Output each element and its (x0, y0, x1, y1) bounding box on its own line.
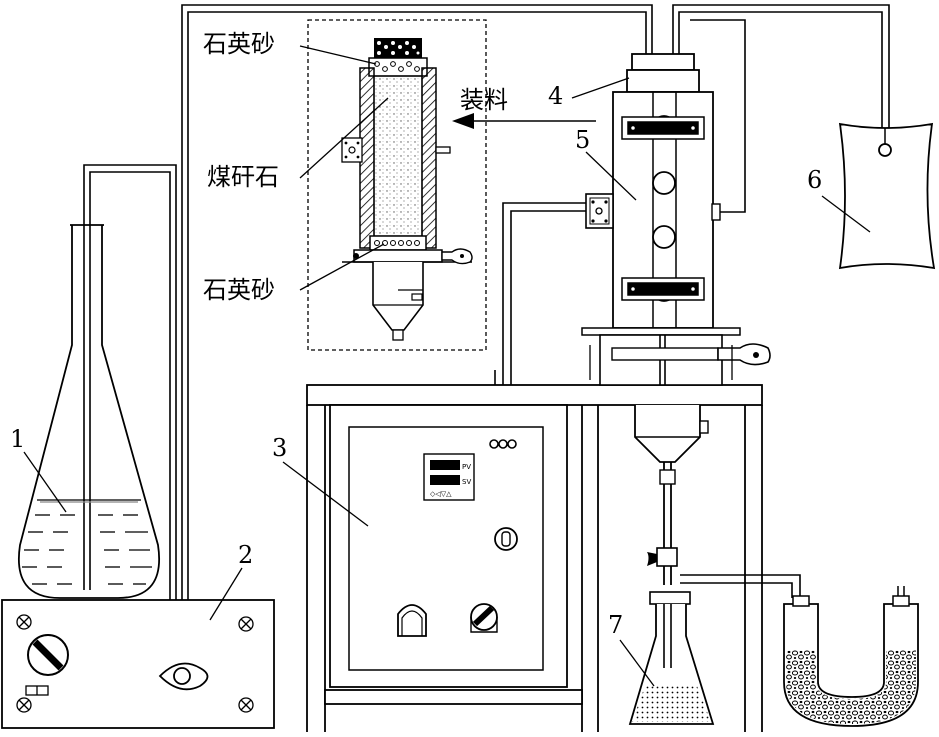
label-gangue: 煤矸石 (207, 163, 279, 191)
label-3: 3 (272, 434, 287, 462)
u-tube (783, 586, 919, 727)
label-1: 1 (10, 425, 25, 453)
hinge-clamp-bottom (621, 277, 705, 301)
label-4: 4 (548, 82, 563, 110)
column-clamp-icon[interactable] (441, 248, 473, 265)
stopcock-icon[interactable] (647, 547, 678, 567)
pilot-light-icon (494, 527, 518, 551)
pump-knob-icon[interactable] (27, 634, 69, 676)
hinge-clamp-top (621, 116, 705, 140)
power-button-icon[interactable] (397, 604, 427, 637)
tubing (83, 4, 890, 662)
separating-funnel (634, 405, 709, 585)
pv-label: PV (462, 463, 471, 471)
receiving-flask-7: 7 (608, 591, 715, 725)
temperature-display: PV SV ◇◁▽△ (423, 453, 475, 501)
loading-arrow: 装料 (452, 86, 596, 129)
label-quartz-bottom: 石英砂 (203, 276, 275, 304)
label-2: 2 (238, 541, 253, 569)
label-5: 5 (575, 126, 590, 154)
label-quartz-top: 石英砂 (203, 30, 275, 58)
pump-2: 2 (1, 541, 275, 729)
pump-switch-icon[interactable] (25, 685, 49, 696)
label-7: 7 (608, 611, 623, 639)
side-flange-icon (585, 193, 614, 229)
screw-icon (16, 614, 254, 713)
controller-keys[interactable]: ◇◁▽△ (430, 490, 452, 498)
liquid-1 (22, 499, 152, 585)
rotary-switch-icon[interactable] (470, 603, 498, 633)
gas-bag-6: 6 (807, 122, 936, 270)
clamp-knob-icon[interactable] (717, 343, 771, 366)
furnace-5: 5 (575, 91, 771, 386)
cable-connectors (489, 439, 517, 449)
controller-3: PV SV ◇◁▽△ 3 (272, 404, 568, 688)
pump-head-icon (158, 662, 209, 691)
label-6: 6 (807, 166, 822, 194)
label-loading: 装料 (460, 86, 508, 114)
sample-column-inset: 石英砂 煤矸石 石英砂 (203, 19, 487, 351)
sv-label: SV (462, 478, 471, 486)
flask-1: 1 (10, 224, 160, 599)
